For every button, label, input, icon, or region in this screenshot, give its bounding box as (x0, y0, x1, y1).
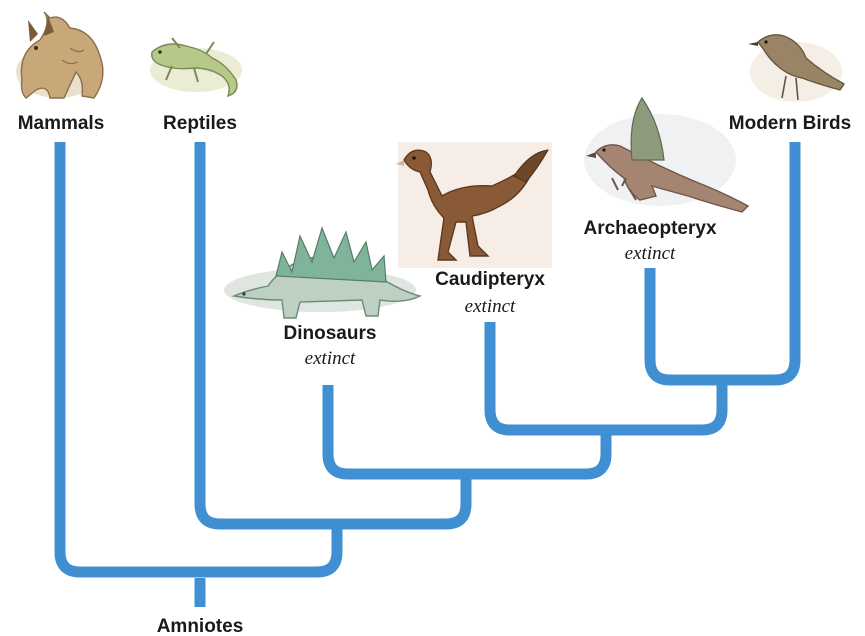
lizard-illustration (150, 38, 242, 96)
label-modern-birds: Modern Birds (729, 113, 851, 134)
note-dinosaurs: extinct (305, 348, 356, 369)
lynx-illustration (16, 12, 103, 98)
label-reptiles: Reptiles (163, 113, 237, 134)
label-amniotes: Amniotes (157, 616, 244, 636)
label-dinosaurs: Dinosaurs (284, 323, 377, 344)
caudipteryx-illustration (396, 142, 552, 268)
archaeopteryx-illustration (584, 98, 748, 212)
label-caudipteryx: Caudipteryx (435, 269, 545, 290)
stegosaurus-illustration (224, 228, 420, 318)
note-caudipteryx: extinct (465, 296, 516, 317)
label-archaeopteryx: Archaeopteryx (583, 218, 716, 239)
note-archaeopteryx: extinct (625, 243, 676, 264)
label-mammals: Mammals (18, 113, 105, 134)
songbird-illustration (748, 35, 844, 102)
